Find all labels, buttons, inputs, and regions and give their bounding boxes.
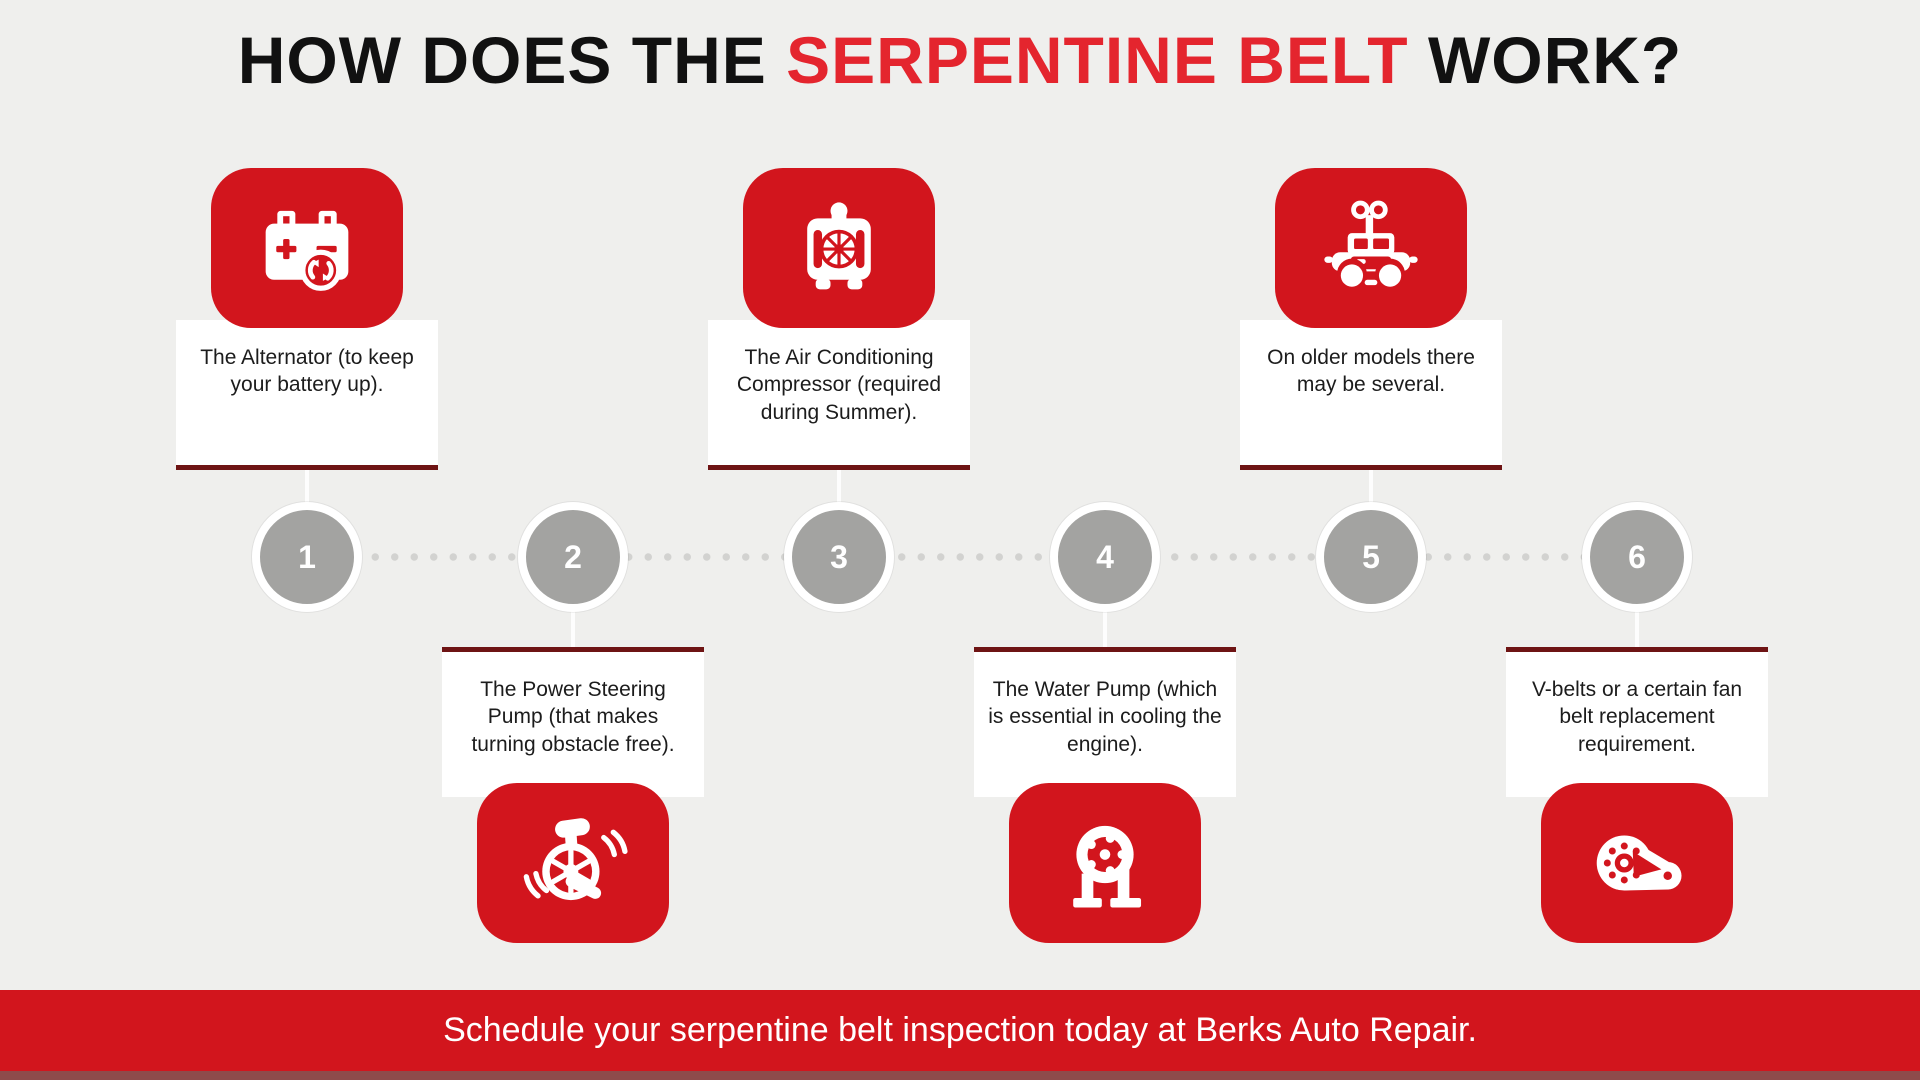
step-5-text: On older models there may be several. <box>1267 346 1475 397</box>
step-4-number: 4 <box>1096 538 1114 575</box>
step-1-number: 1 <box>298 538 316 575</box>
step-3-text: The Air Conditioning Compressor (require… <box>736 346 942 424</box>
step-3-card: The Air Conditioning Compressor (require… <box>708 320 970 470</box>
step-4-connector <box>1103 611 1107 649</box>
step-4-marker: 4 <box>1050 502 1160 612</box>
step-1-marker: 1 <box>252 502 362 612</box>
timeline-dotted-line <box>307 550 1637 564</box>
step-6-text: V-belts or a certain fan belt replacemen… <box>1531 678 1743 756</box>
step-5-card: On older models there may be several. <box>1240 320 1502 470</box>
footer-text: Schedule your serpentine belt inspection… <box>443 1011 1477 1049</box>
step-2-marker: 2 <box>518 502 628 612</box>
step-1-card: The Alternator (to keep your battery up)… <box>176 320 438 470</box>
title-highlight: SERPENTINE BELT <box>786 23 1409 97</box>
step-2-connector <box>571 611 575 649</box>
step-6-number: 6 <box>1628 538 1646 575</box>
step-3-marker: 3 <box>784 502 894 612</box>
windup-car-icon <box>1275 168 1467 328</box>
step-5-marker: 5 <box>1316 502 1426 612</box>
footer-bottom-strip <box>0 1071 1920 1080</box>
step-1-connector <box>305 470 309 504</box>
step-6-marker: 6 <box>1582 502 1692 612</box>
step-1-text: The Alternator (to keep your battery up)… <box>200 346 414 397</box>
belt-pulley-icon <box>1541 783 1733 943</box>
step-4-card: The Water Pump (which is essential in co… <box>974 647 1236 797</box>
step-6-connector <box>1635 611 1639 649</box>
step-2-card: The Power Steering Pump (that makes turn… <box>442 647 704 797</box>
step-3-connector <box>837 470 841 504</box>
step-2-number: 2 <box>564 538 582 575</box>
step-3-number: 3 <box>830 538 848 575</box>
water-pump-icon <box>1009 783 1201 943</box>
step-5-connector <box>1369 470 1373 504</box>
title-suffix: WORK? <box>1408 23 1683 97</box>
page-title: HOW DOES THE SERPENTINE BELT WORK? <box>0 22 1920 98</box>
step-4-text: The Water Pump (which is essential in co… <box>988 678 1222 756</box>
power-steering-pump-icon <box>477 783 669 943</box>
title-prefix: HOW DOES THE <box>237 23 787 97</box>
battery-alternator-icon <box>211 168 403 328</box>
ac-compressor-icon <box>743 168 935 328</box>
step-6-card: V-belts or a certain fan belt replacemen… <box>1506 647 1768 797</box>
step-5-number: 5 <box>1362 538 1380 575</box>
step-2-text: The Power Steering Pump (that makes turn… <box>471 678 675 756</box>
footer-banner: Schedule your serpentine belt inspection… <box>0 990 1920 1071</box>
